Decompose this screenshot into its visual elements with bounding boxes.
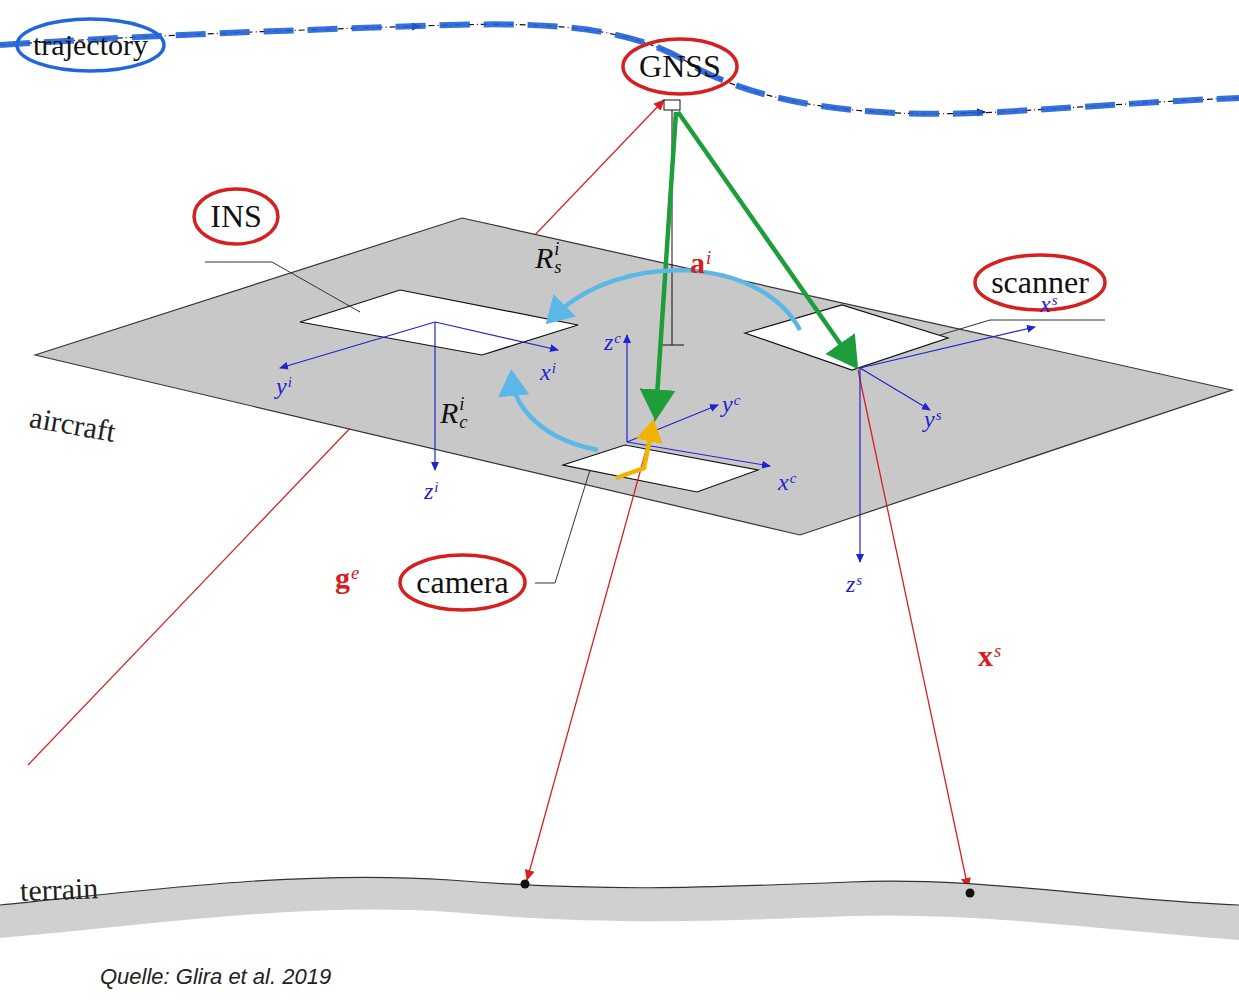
rotation-symbol: Ric xyxy=(440,395,468,431)
script-stack: s xyxy=(994,653,1001,660)
trajectory-ellipse: trajectory xyxy=(15,17,166,73)
vector-symbol: ge xyxy=(335,560,359,593)
label-text: i xyxy=(706,249,711,267)
label-text: terrain xyxy=(19,871,98,907)
rotation-arrow xyxy=(552,270,800,330)
script-stack: i xyxy=(434,489,438,494)
camera-ray xyxy=(527,418,655,880)
label-text: i xyxy=(288,375,292,389)
trajectory-highlight xyxy=(0,24,1239,113)
axis-label: xc xyxy=(778,468,796,494)
label-text: Quelle: Glira et al. 2019 xyxy=(100,964,331,989)
axis-label: yi xyxy=(276,372,292,398)
camera-plate xyxy=(563,445,758,492)
node-label: GNSS xyxy=(621,48,739,85)
label-text: c xyxy=(734,393,741,407)
label-text: c xyxy=(459,413,467,431)
axis-label: xi xyxy=(540,358,556,384)
scanner-axes xyxy=(860,327,1035,562)
source-caption: Quelle: Glira et al. 2019 xyxy=(100,966,331,988)
aircraft-label: aircraft xyxy=(27,402,117,447)
script-stack: c xyxy=(734,402,741,407)
script-stack: s xyxy=(1052,302,1058,307)
label-text: x xyxy=(1040,291,1051,317)
script-stack: i xyxy=(706,260,711,267)
scanner-plate xyxy=(745,305,948,370)
script-stack: i xyxy=(552,370,556,375)
ins-ellipse: INS xyxy=(192,187,280,246)
ins-plate xyxy=(300,290,578,355)
terrain-line xyxy=(0,877,1239,905)
camera-ellipse: camera xyxy=(398,553,527,612)
label-text: s xyxy=(856,573,862,587)
lever-arm-arrow xyxy=(678,112,853,362)
label-text: z xyxy=(846,571,855,597)
aircraft-plate xyxy=(35,218,1232,535)
axis-label: xs xyxy=(1040,290,1057,316)
label-text: e xyxy=(351,564,359,582)
terrain-band xyxy=(0,877,1239,940)
trajectory-line xyxy=(0,24,1239,113)
lever-arm-symbol: ai xyxy=(690,245,711,278)
node-label: trajectory xyxy=(15,28,166,62)
script-stack: c xyxy=(790,480,797,485)
ground-point xyxy=(521,880,530,889)
script-stack: s xyxy=(936,417,942,422)
axis-label: zi xyxy=(424,477,438,503)
script-stack: s xyxy=(856,582,862,587)
node-label: INS xyxy=(192,198,280,235)
lever-arm-tick xyxy=(660,345,684,346)
label-text: x xyxy=(778,469,789,495)
label-text: c xyxy=(614,331,621,345)
axis-label: zc xyxy=(604,328,621,354)
label-text: s xyxy=(554,258,561,276)
script-stack: c xyxy=(614,340,621,345)
label-text: z xyxy=(604,329,613,355)
label-text: i xyxy=(554,240,561,258)
gnss-antenna xyxy=(664,100,680,110)
node-label: camera xyxy=(398,564,527,601)
label-text: i xyxy=(459,395,467,413)
script-stack: ic xyxy=(459,395,467,430)
label-text: y xyxy=(276,373,287,399)
label-text: i xyxy=(552,361,556,375)
ground-point xyxy=(966,889,975,898)
script-stack: is xyxy=(554,240,561,275)
script-stack: i xyxy=(288,384,292,389)
offset-arrow xyxy=(616,428,652,478)
rotation-arrow xyxy=(512,378,598,450)
lever-arm-arrow xyxy=(656,112,676,412)
label-text: i xyxy=(434,480,438,494)
axis-label: ys xyxy=(924,405,941,431)
label-text: x xyxy=(540,359,551,385)
label-text: R xyxy=(535,241,553,274)
label-text: s xyxy=(994,642,1001,660)
script-stack: e xyxy=(351,575,359,582)
label-text: s xyxy=(936,408,942,422)
axis-label: yc xyxy=(722,390,740,416)
laser-ray xyxy=(858,370,968,888)
label-text: z xyxy=(424,478,433,504)
leader-line xyxy=(535,470,590,583)
label-text: y xyxy=(924,406,935,432)
leader-line xyxy=(205,262,360,312)
rotation-symbol: Ris xyxy=(535,240,562,276)
label-text: R xyxy=(440,396,458,429)
label-text: g xyxy=(335,561,350,594)
label-text: aircraft xyxy=(27,400,118,448)
label-text: y xyxy=(722,391,733,417)
label-text: x xyxy=(978,639,993,672)
leader-line xyxy=(940,320,1105,335)
terrain-label: terrain xyxy=(19,873,98,906)
vector-symbol: xs xyxy=(978,638,1001,671)
gnss-ellipse: GNSS xyxy=(621,37,739,96)
label-text: s xyxy=(1052,293,1058,307)
axis-label: zs xyxy=(846,570,862,596)
label-text: a xyxy=(690,246,705,279)
label-text: c xyxy=(790,471,797,485)
